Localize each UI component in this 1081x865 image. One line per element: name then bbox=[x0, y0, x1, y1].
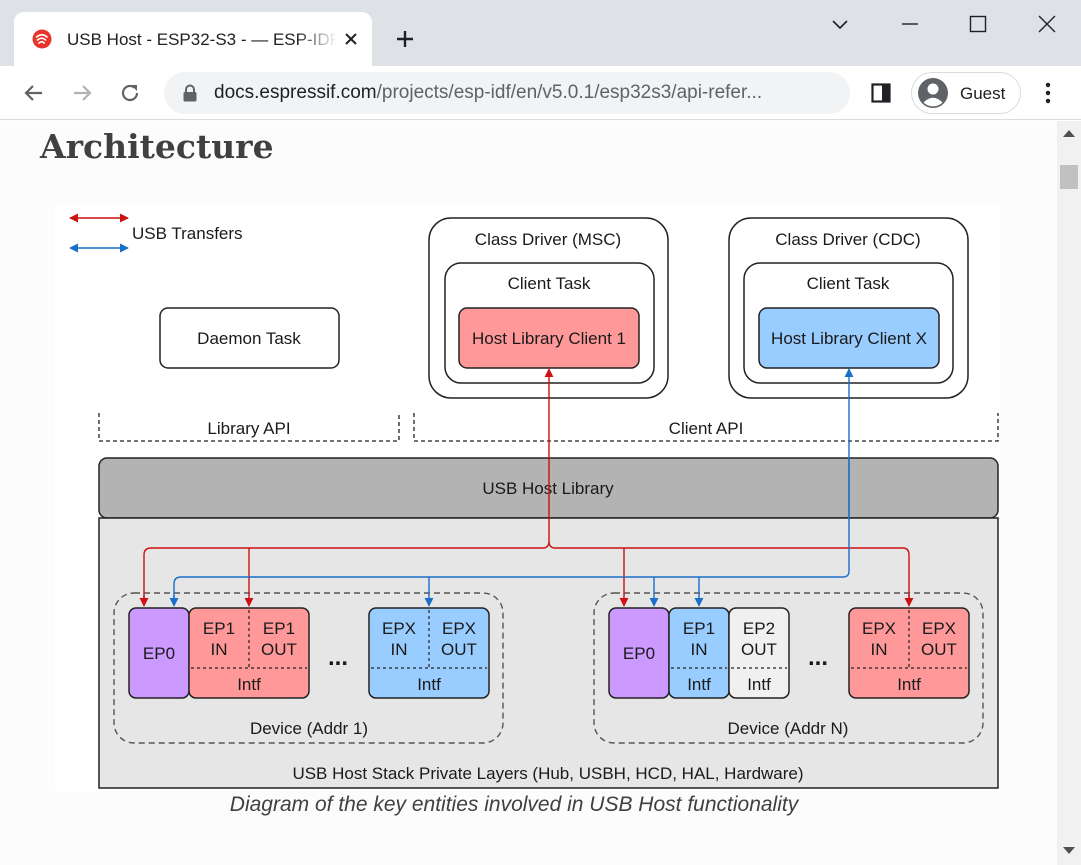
lock-icon[interactable] bbox=[182, 84, 198, 102]
espressif-favicon bbox=[32, 29, 52, 49]
plus-icon[interactable] bbox=[393, 27, 417, 51]
scroll-thumb[interactable] bbox=[1060, 165, 1078, 189]
page-content: Architecture USB Transfers Daemon Ta bbox=[0, 121, 1057, 865]
url-path: /projects/esp-idf/en/v5.0.1/esp32s3/api-… bbox=[376, 82, 763, 103]
side-panel-icon[interactable] bbox=[869, 81, 893, 105]
device-1-ep1-out-name: EP1 bbox=[263, 619, 295, 638]
device-1-epx-in-name: EPX bbox=[382, 619, 416, 638]
device-n-ep2-name: EP2 bbox=[743, 619, 775, 638]
host-client-x-label: Host Library Client X bbox=[771, 329, 927, 348]
page-heading: Architecture bbox=[40, 127, 274, 166]
device-1-ep0-label: EP0 bbox=[143, 644, 175, 663]
device-n-ep1-name: EP1 bbox=[683, 619, 715, 638]
tab-title: USB Host - ESP32-S3 - — ESP-IDF Programm… bbox=[67, 30, 337, 49]
page-scrollbar[interactable] bbox=[1057, 121, 1081, 865]
device-n-epx-in-dir: IN bbox=[871, 640, 888, 659]
client-api-bracket bbox=[413, 413, 999, 442]
host-client-1-box bbox=[458, 307, 640, 369]
url-host: docs.espressif.com bbox=[214, 82, 377, 103]
device-n-epx-intf: Intf bbox=[897, 675, 921, 694]
class-driver-cdc-label: Class Driver (CDC) bbox=[775, 230, 920, 249]
close-icon[interactable] bbox=[340, 28, 362, 50]
maximize-icon[interactable] bbox=[966, 12, 990, 36]
device-1-epx-in-dir: IN bbox=[391, 640, 408, 659]
device-n-epx-out-dir: OUT bbox=[921, 640, 957, 659]
device-1-ep1-intf: Intf bbox=[237, 675, 261, 694]
url-text: docs.espressif.com/projects/esp-idf/en/v… bbox=[214, 82, 834, 104]
device-1-box bbox=[113, 592, 504, 744]
profile-button[interactable]: Guest bbox=[911, 72, 1021, 114]
device-1-ep1-out-dir: OUT bbox=[261, 640, 297, 659]
device-n-ellipsis: ... bbox=[808, 644, 828, 671]
back-arrow-icon[interactable] bbox=[21, 80, 47, 106]
device-1-ep1-in-name: EP1 bbox=[203, 619, 235, 638]
device-1-epx-out-dir: OUT bbox=[441, 640, 477, 659]
library-api-label: Library API bbox=[207, 419, 290, 438]
device-1-epx-intf: Intf bbox=[417, 675, 441, 694]
device-1-ellipsis: ... bbox=[328, 644, 348, 671]
device-1-epx-out-name: EPX bbox=[442, 619, 476, 638]
daemon-task-label: Daemon Task bbox=[197, 329, 301, 348]
device-n-intf-ep2 bbox=[728, 607, 790, 699]
device-n-box bbox=[593, 592, 984, 744]
daemon-task-box bbox=[159, 307, 340, 369]
chevron-down-icon[interactable] bbox=[828, 12, 852, 36]
client-api-label: Client API bbox=[669, 419, 744, 438]
reload-icon[interactable] bbox=[117, 80, 143, 106]
device-n-epx-out-name: EPX bbox=[922, 619, 956, 638]
kebab-menu-icon[interactable] bbox=[1036, 80, 1060, 106]
device-n-ep0-label: EP0 bbox=[623, 644, 655, 663]
browser-tab[interactable]: USB Host - ESP32-S3 - — ESP-IDF Programm… bbox=[14, 12, 372, 66]
diagram-svg: USB Transfers Daemon Task Class Driver (… bbox=[69, 213, 999, 789]
forward-arrow-icon[interactable] bbox=[69, 80, 95, 106]
profile-label: Guest bbox=[960, 84, 1006, 103]
class-driver-msc-label: Class Driver (MSC) bbox=[475, 230, 621, 249]
blue-transfer-bus bbox=[173, 458, 850, 605]
device-n-ep1-intf: Intf bbox=[687, 675, 711, 694]
tab-strip: USB Host - ESP32-S3 - — ESP-IDF Programm… bbox=[0, 0, 1081, 66]
device-n-ep2-dir: OUT bbox=[741, 640, 777, 659]
red-transfer-bus bbox=[143, 540, 910, 605]
client-task-msc-label: Client Task bbox=[508, 274, 591, 293]
usb-host-architecture-diagram: USB Transfers Daemon Task Class Driver (… bbox=[55, 205, 1000, 791]
minimize-icon[interactable] bbox=[898, 12, 922, 36]
avatar-icon bbox=[918, 78, 948, 108]
library-api-bracket bbox=[98, 413, 400, 442]
host-client-1-label: Host Library Client 1 bbox=[472, 329, 626, 348]
device-1-ep1-in-dir: IN bbox=[211, 640, 228, 659]
device-n-label: Device (Addr N) bbox=[728, 719, 849, 738]
usb-host-library-label: USB Host Library bbox=[482, 479, 614, 498]
close-window-icon[interactable] bbox=[1035, 12, 1059, 36]
diagram-caption: Diagram of the key entities involved in … bbox=[229, 793, 799, 816]
device-n-epx-in-name: EPX bbox=[862, 619, 896, 638]
device-n-ep1-dir: IN bbox=[691, 640, 708, 659]
private-layers-label: USB Host Stack Private Layers (Hub, USBH… bbox=[292, 764, 803, 783]
host-client-x-box bbox=[758, 307, 940, 369]
scroll-up-arrow-icon[interactable] bbox=[1063, 129, 1075, 137]
device-n-ep2-intf: Intf bbox=[747, 675, 771, 694]
client-task-cdc-label: Client Task bbox=[807, 274, 890, 293]
address-bar[interactable]: docs.espressif.com/projects/esp-idf/en/v… bbox=[164, 72, 850, 114]
legend-label: USB Transfers bbox=[132, 224, 243, 243]
device-1-label: Device (Addr 1) bbox=[250, 719, 368, 738]
browser-toolbar: docs.espressif.com/projects/esp-idf/en/v… bbox=[0, 66, 1081, 120]
scroll-down-arrow-icon[interactable] bbox=[1063, 847, 1075, 855]
